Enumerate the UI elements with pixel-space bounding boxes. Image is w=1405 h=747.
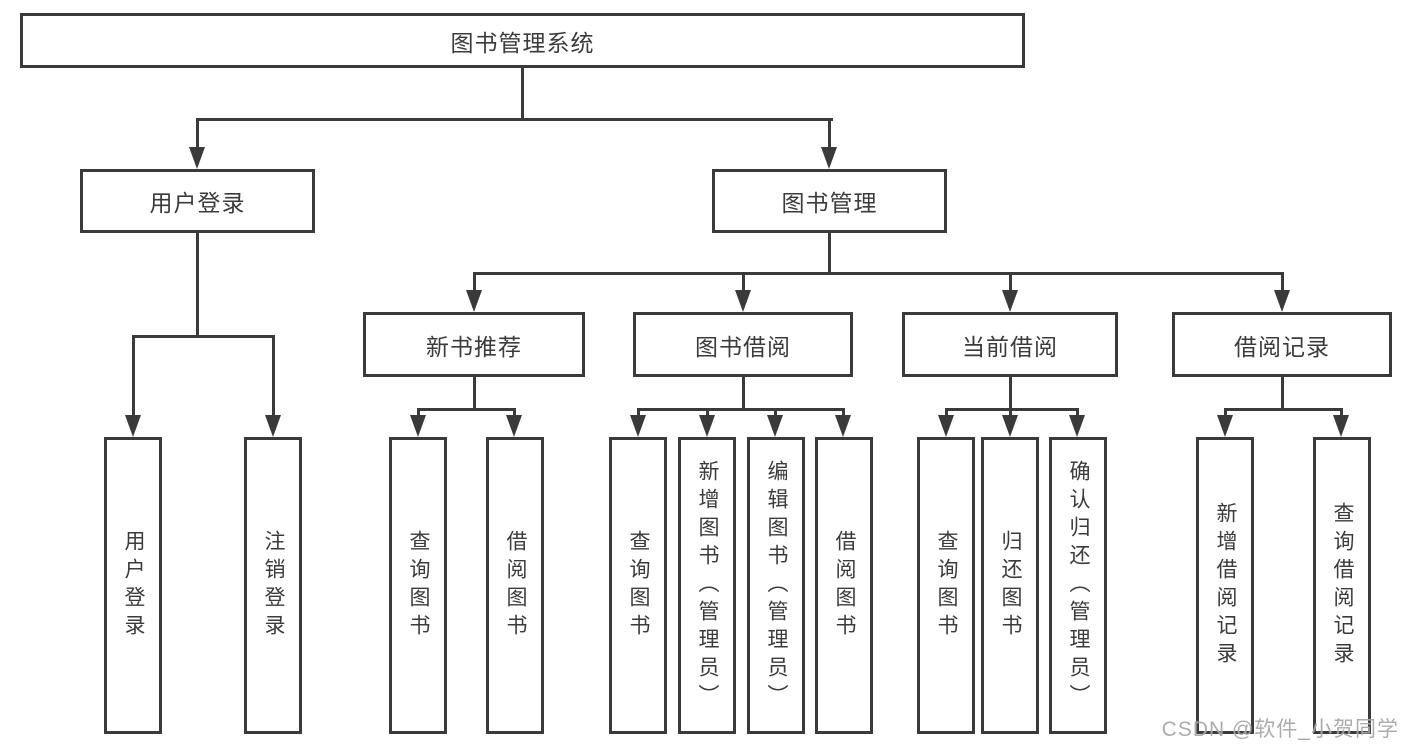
leaf-edit-books-admin: 编辑图书（管理员）: [747, 437, 805, 734]
connector-line: [1224, 408, 1342, 411]
connector-line: [1224, 408, 1227, 416]
connector-line: [1009, 272, 1012, 292]
arrowhead-down-icon: [506, 415, 522, 437]
connector-line: [1340, 408, 1343, 416]
arrowhead-down-icon: [466, 290, 482, 312]
connector-line: [828, 118, 831, 151]
connector-line: [706, 408, 709, 416]
leaf-borrow-books-recommend: 借阅图书: [486, 437, 544, 734]
connector-line: [196, 233, 199, 335]
connector-line: [742, 377, 745, 408]
connector-line: [196, 118, 833, 121]
connector-line: [132, 335, 275, 338]
arrowhead-down-icon: [1217, 415, 1233, 437]
arrowhead-down-icon: [1002, 415, 1018, 437]
node-book-borrow: 图书借阅: [633, 312, 853, 377]
connector-line: [272, 335, 275, 417]
node-current-borrow: 当前借阅: [902, 312, 1118, 377]
leaf-add-books-admin: 新增图书（管理员）: [678, 437, 736, 734]
arrowhead-down-icon: [1069, 415, 1085, 437]
connector-line: [742, 272, 745, 292]
connector-line: [637, 408, 845, 411]
connector-line: [521, 68, 524, 118]
leaf-query-books-current: 查询图书: [917, 437, 975, 734]
connector-line: [842, 408, 845, 416]
node-borrow-records: 借阅记录: [1172, 312, 1392, 377]
connector-line: [196, 118, 199, 151]
leaf-return-books: 归还图书: [981, 437, 1039, 734]
connector-line: [513, 408, 516, 416]
connector-line: [637, 408, 640, 416]
leaf-query-books-borrow: 查询图书: [609, 437, 667, 734]
connector-line: [1009, 377, 1012, 408]
arrowhead-down-icon: [735, 290, 751, 312]
arrowhead-down-icon: [821, 147, 837, 169]
arrowhead-down-icon: [1002, 290, 1018, 312]
arrowhead-down-icon: [1333, 415, 1349, 437]
leaf-query-books-recommend: 查询图书: [389, 437, 447, 734]
connector-line: [417, 408, 420, 416]
arrowhead-down-icon: [189, 147, 205, 169]
arrowhead-down-icon: [699, 415, 715, 437]
leaf-query-borrow-record: 查询借阅记录: [1313, 437, 1371, 734]
connector-line: [417, 408, 516, 411]
leaf-borrow-books: 借阅图书: [815, 437, 873, 734]
connector-line: [828, 233, 831, 272]
connector-line: [774, 408, 777, 416]
arrowhead-down-icon: [835, 415, 851, 437]
connector-line: [945, 408, 948, 416]
connector-line: [1076, 408, 1079, 416]
connector-line: [1281, 377, 1284, 408]
connector-line: [132, 335, 135, 417]
leaf-logout: 注销登录: [244, 437, 302, 734]
arrowhead-down-icon: [125, 415, 141, 437]
node-root: 图书管理系统: [20, 13, 1025, 68]
node-book-management: 图书管理: [712, 169, 947, 233]
csdn-watermark: CSDN @软件_小贺同学: [1161, 718, 1399, 741]
arrowhead-down-icon: [265, 415, 281, 437]
connector-line: [473, 272, 476, 292]
leaf-user-login: 用户登录: [104, 437, 162, 734]
leaf-add-borrow-record: 新增借阅记录: [1196, 437, 1254, 734]
arrowhead-down-icon: [410, 415, 426, 437]
arrowhead-down-icon: [938, 415, 954, 437]
connector-line: [1281, 272, 1284, 292]
node-new-book-recommend: 新书推荐: [363, 312, 585, 377]
node-user-login: 用户登录: [80, 169, 315, 233]
connector-line: [473, 272, 1283, 275]
arrowhead-down-icon: [1274, 290, 1290, 312]
arrowhead-down-icon: [767, 415, 783, 437]
connector-line: [473, 377, 476, 408]
leaf-confirm-return-admin: 确认归还（管理员）: [1049, 437, 1107, 734]
arrowhead-down-icon: [630, 415, 646, 437]
connector-line: [1009, 408, 1012, 416]
